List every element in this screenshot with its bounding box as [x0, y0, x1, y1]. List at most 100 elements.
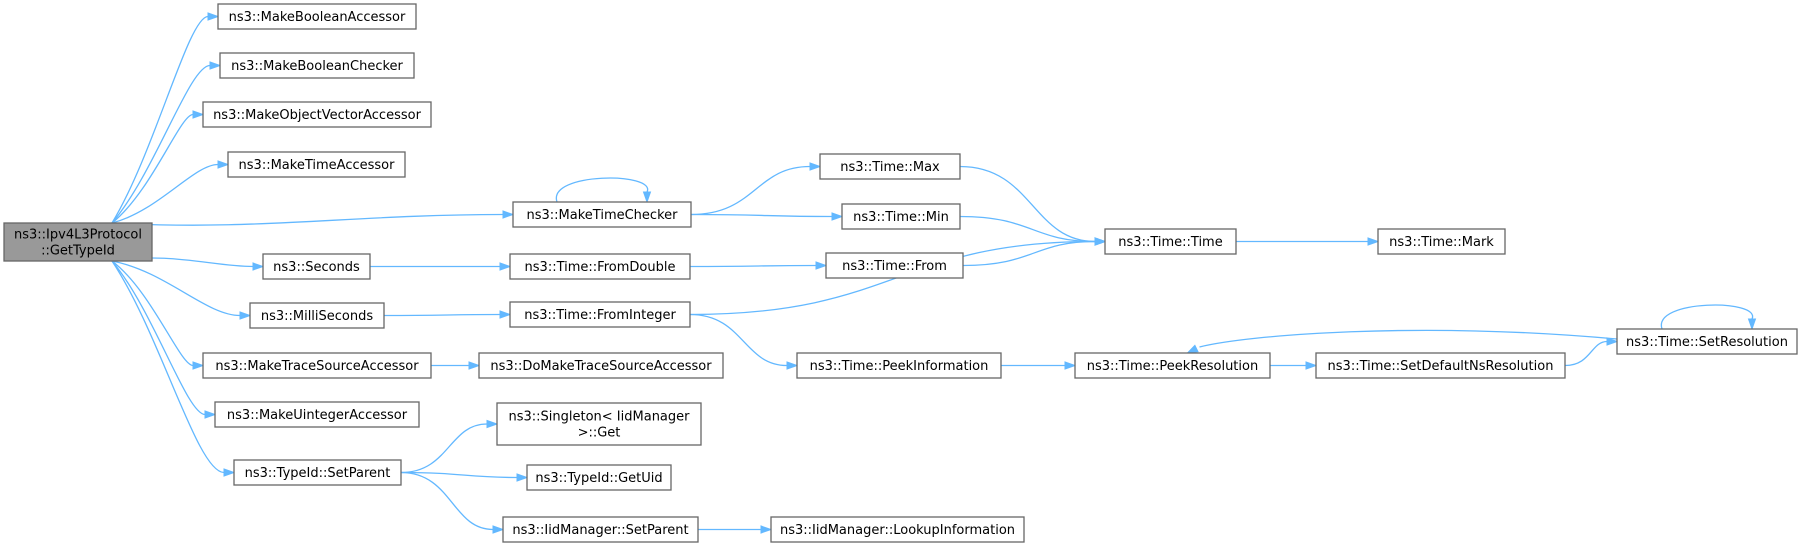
edge-arrowhead — [499, 310, 512, 319]
edge-arrowhead — [486, 419, 499, 429]
edge-arrowhead — [1186, 344, 1199, 354]
edge-line — [689, 313, 788, 367]
edge-mtsa-to-dmtsa — [430, 361, 481, 370]
node-label: ns3::MakeObjectVectorAccessor — [213, 108, 422, 123]
edge-arrowhead — [815, 261, 828, 270]
edge-arrowhead — [252, 262, 265, 271]
edge-root-to-movA — [111, 110, 205, 224]
node-label: ns3::MakeBooleanAccessor — [229, 10, 406, 25]
node-time-frominteger[interactable]: ns3::Time::FromInteger — [509, 301, 691, 328]
node-label: ns3::Time::FromDouble — [525, 260, 676, 275]
node-label: ns3::MakeTimeAccessor — [239, 158, 396, 173]
node-singleton-iidmanager-get[interactable]: ns3::Singleton< IidManager>::Get — [496, 402, 702, 446]
node-label: ns3::Time::Min — [853, 210, 949, 225]
node-box — [227, 151, 406, 178]
node-box — [202, 101, 432, 128]
edge-arrowhead — [192, 110, 205, 119]
edge-tsp-to-sget — [400, 419, 499, 474]
node-time-fromdouble[interactable]: ns3::Time::FromDouble — [509, 253, 691, 280]
node-ipv4l3protocol-gettypeid[interactable]: ns3::Ipv4L3Protocol::GetTypeId — [3, 222, 153, 262]
node-time-setresolution[interactable]: ns3::Time::SetResolution — [1616, 328, 1798, 355]
node-label: ns3::Time::Time — [1118, 235, 1222, 250]
edge-line — [1661, 304, 1753, 330]
node-box — [509, 301, 691, 328]
node-seconds[interactable]: ns3::Seconds — [262, 253, 371, 280]
node-maketimechecker[interactable]: ns3::MakeTimeChecker — [512, 201, 692, 228]
edge-arrowhead — [209, 61, 222, 70]
node-label: ns3::Ipv4L3Protocol — [14, 228, 142, 243]
edge-line — [111, 15, 209, 224]
edge-isp-to-ilu — [698, 525, 773, 534]
edge-arrowhead — [217, 160, 230, 169]
edge-root-to-mbc — [111, 61, 222, 224]
node-milliseconds[interactable]: ns3::MilliSeconds — [249, 302, 385, 329]
edge-line — [111, 64, 211, 224]
node-time-peekresolution[interactable]: ns3::Time::PeekResolution — [1074, 352, 1271, 379]
node-makebooleanaccessor[interactable]: ns3::MakeBooleanAccessor — [217, 3, 417, 30]
node-time-max[interactable]: ns3::Time::Max — [819, 153, 961, 180]
node-time-from[interactable]: ns3::Time::From — [825, 252, 964, 279]
node-label: ns3::Time::PeekInformation — [810, 359, 989, 374]
edge-line — [111, 260, 225, 474]
edge-arrowhead — [1606, 337, 1619, 346]
node-label: ns3::DoMakeTraceSourceAccessor — [490, 359, 712, 374]
node-box — [509, 253, 691, 280]
node-box — [217, 3, 417, 30]
edge-arrowhead — [1305, 361, 1318, 370]
edge-root-to-mta — [111, 160, 230, 224]
edge-arrowhead — [831, 212, 844, 221]
node-box — [249, 302, 385, 329]
edge-arrowhead — [642, 191, 652, 204]
node-box — [233, 459, 402, 486]
node-maketimeaccessor[interactable]: ns3::MakeTimeAccessor — [227, 151, 406, 178]
edge-ms-to-tfi — [383, 310, 512, 319]
node-time-min[interactable]: ns3::Time::Min — [841, 203, 961, 230]
node-box — [202, 352, 432, 379]
node-label: ns3::MakeBooleanChecker — [231, 59, 403, 74]
node-iidmanager-setparent[interactable]: ns3::IidManager::SetParent — [502, 516, 699, 543]
node-time-time[interactable]: ns3::Time::Time — [1104, 228, 1237, 255]
edge-arrowhead — [499, 262, 512, 271]
node-typeid-getuid[interactable]: ns3::TypeId::GetUid — [526, 464, 672, 491]
edge-arrowhead — [1367, 237, 1380, 246]
edge-arrowhead — [809, 162, 822, 171]
edge-arrowhead — [786, 361, 799, 370]
edge-tsdnr-to-tsr — [1564, 337, 1619, 367]
node-time-setdefaultnsresolution[interactable]: ns3::Time::SetDefaultNsResolution — [1315, 352, 1566, 379]
edge-arrowhead — [502, 210, 515, 219]
node-makebooleanchecker[interactable]: ns3::MakeBooleanChecker — [219, 52, 415, 79]
node-box — [512, 201, 692, 228]
edge-line — [1199, 329, 1618, 348]
edge-arrowhead — [223, 468, 236, 477]
edge-tsp-to-guid — [400, 471, 529, 482]
edge-line — [689, 264, 817, 268]
node-maketracesourceaccessor[interactable]: ns3::MakeTraceSourceAccessor — [202, 352, 432, 379]
edge-line — [959, 215, 1096, 243]
edge-line — [690, 213, 833, 218]
node-label: ns3::Time::SetResolution — [1626, 335, 1788, 350]
edge-line — [962, 240, 1096, 267]
node-box — [770, 516, 1025, 543]
edge-line — [400, 423, 488, 474]
node-box — [214, 401, 420, 428]
node-label: ns3::MilliSeconds — [261, 309, 374, 324]
edge-line — [111, 113, 194, 224]
node-label: ns3::Time::From — [842, 259, 947, 274]
node-domaketracesourceaccessor[interactable]: ns3::DoMakeTraceSourceAccessor — [478, 352, 724, 379]
node-label: ns3::Seconds — [273, 260, 360, 275]
node-label: ::GetTypeId — [41, 244, 115, 259]
edge-line — [111, 260, 206, 416]
node-box — [478, 352, 724, 379]
node-label: ns3::Time::SetDefaultNsResolution — [1328, 359, 1554, 374]
node-typeid-setparent[interactable]: ns3::TypeId::SetParent — [233, 459, 402, 486]
node-makeobjectvectoraccessor[interactable]: ns3::MakeObjectVectorAccessor — [202, 101, 432, 128]
node-iidmanager-lookupinformation[interactable]: ns3::IidManager::LookupInformation — [770, 516, 1025, 543]
node-box — [841, 203, 961, 230]
node-time-mark[interactable]: ns3::Time::Mark — [1377, 228, 1506, 255]
edge-tsp-to-isp — [400, 471, 505, 534]
node-time-peekinformation[interactable]: ns3::Time::PeekInformation — [796, 352, 1002, 379]
edge-tfi-to-tpi — [689, 313, 799, 370]
node-makeuintegeraccessor[interactable]: ns3::MakeUintegerAccessor — [214, 401, 420, 428]
